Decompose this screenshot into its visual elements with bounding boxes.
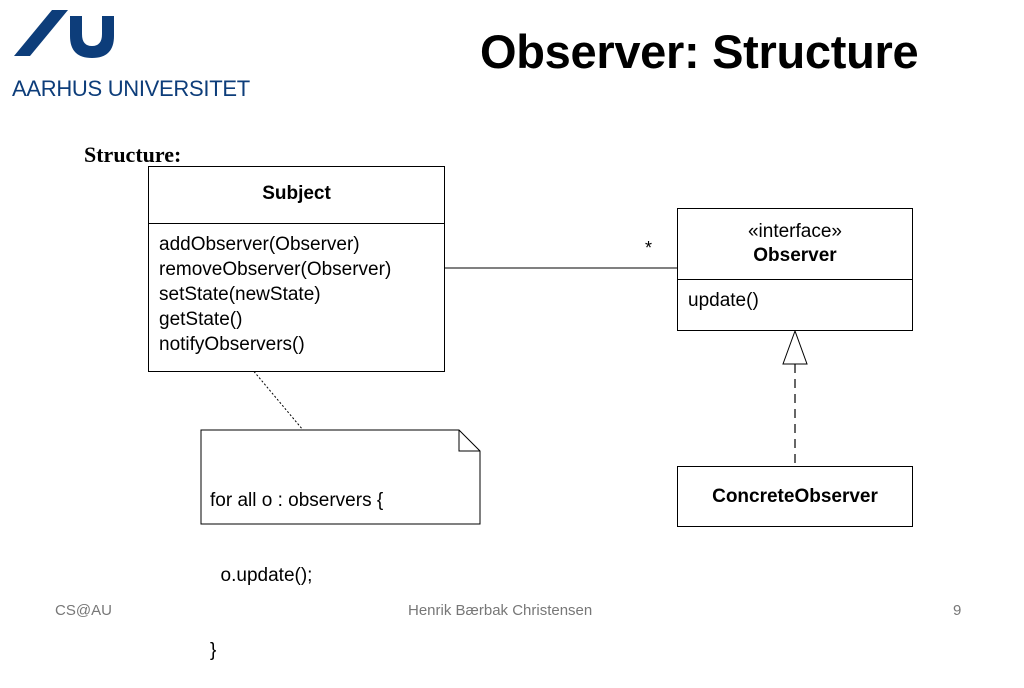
realization-arrowhead-icon	[782, 329, 808, 365]
subject-operations: addObserver(Observer) removeObserver(Obs…	[149, 224, 444, 365]
slide-title: Observer: Structure	[480, 25, 919, 78]
concrete-observer-class: ConcreteObserver	[677, 466, 913, 527]
subject-operation: notifyObservers()	[159, 334, 305, 355]
note-shape	[200, 429, 481, 525]
footer-author: Henrik Bærbak Christensen	[408, 602, 593, 619]
observer-interface: «interface» Observer update()	[677, 208, 913, 331]
note-content: for all o : observers { o.update(); }	[210, 438, 383, 688]
aarhus-logo-mark-icon	[14, 10, 114, 58]
subject-class-header: Subject	[149, 167, 444, 224]
concrete-observer-name: ConcreteObserver	[712, 485, 878, 507]
note-line: for all o : observers {	[210, 490, 384, 511]
interface-stereotype: «interface»	[747, 221, 842, 242]
page-number: 9	[953, 602, 962, 619]
observer-operations: update()	[678, 280, 912, 321]
footer-left: CS@AU	[55, 602, 112, 619]
university-logo: AARHUS UNIVERSITET	[8, 8, 258, 103]
logo-wordmark: AARHUS UNIVERSITET	[12, 76, 250, 101]
section-label: Structure:	[84, 142, 182, 167]
subject-operation: getState()	[159, 309, 243, 330]
subject-operation: removeObserver(Observer)	[159, 259, 392, 280]
observer-interface-name: Observer	[753, 245, 837, 266]
subject-operation: addObserver(Observer)	[159, 234, 360, 255]
association-multiplicity: *	[645, 238, 653, 258]
note-line: }	[210, 640, 217, 661]
observer-operation: update()	[688, 290, 759, 311]
subject-operation: setState(newState)	[159, 284, 321, 305]
note-fold	[458, 430, 480, 452]
note-line: o.update();	[210, 565, 313, 586]
subject-class-name: Subject	[262, 183, 331, 204]
subject-class: Subject addObserver(Observer) removeObse…	[148, 166, 445, 372]
observer-interface-header: «interface» Observer	[678, 209, 912, 280]
